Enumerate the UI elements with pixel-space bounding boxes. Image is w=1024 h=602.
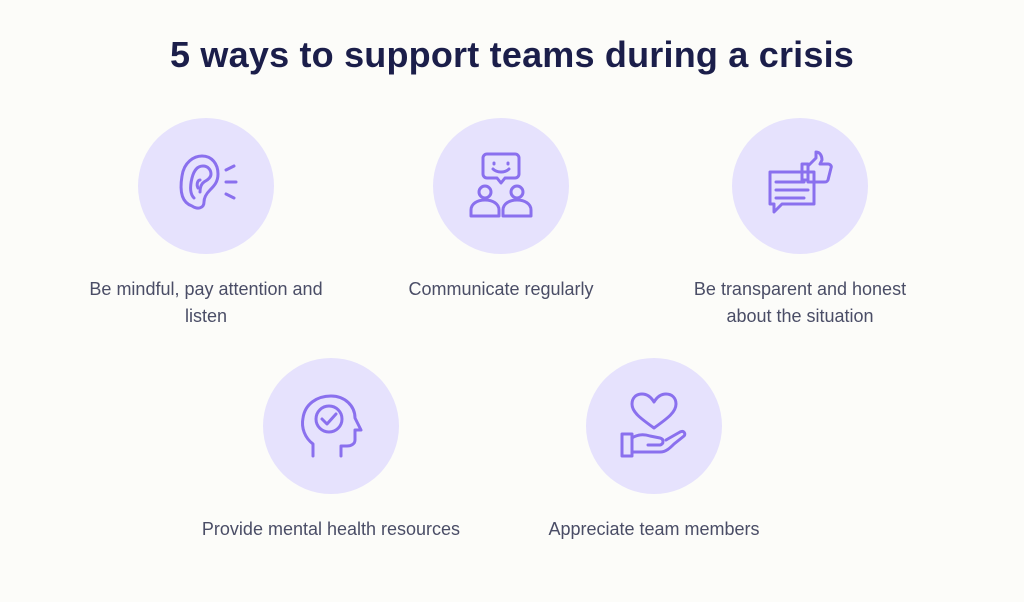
tip-label: Communicate regularly (408, 279, 594, 299)
tip-appreciate: Appreciate team members (524, 358, 784, 543)
icon-circle (263, 358, 399, 494)
tip-label: Provide mental health resources (201, 519, 461, 539)
page-title: 5 ways to support teams during a crisis (170, 34, 854, 75)
ear-icon (179, 154, 238, 210)
tip-label: Be transparent and honest about the situ… (693, 279, 907, 326)
tip-label: Be mindful, pay attention and listen (89, 279, 323, 326)
heart-hand-icon (620, 392, 687, 458)
feedback-thumbs-up-icon (768, 150, 833, 214)
tip-label: Appreciate team members (548, 519, 760, 539)
tip-communicate: Communicate regularly (371, 118, 631, 303)
tip-transparent: Be transparent and honest about the situ… (670, 118, 930, 330)
communication-icon (469, 152, 533, 218)
tip-listen: Be mindful, pay attention and listen (76, 118, 336, 330)
icon-circle (138, 118, 274, 254)
icon-circle (586, 358, 722, 494)
icon-circle (732, 118, 868, 254)
mental-health-head-icon (301, 394, 363, 458)
icon-circle (433, 118, 569, 254)
tip-mental-health: Provide mental health resources (201, 358, 461, 543)
